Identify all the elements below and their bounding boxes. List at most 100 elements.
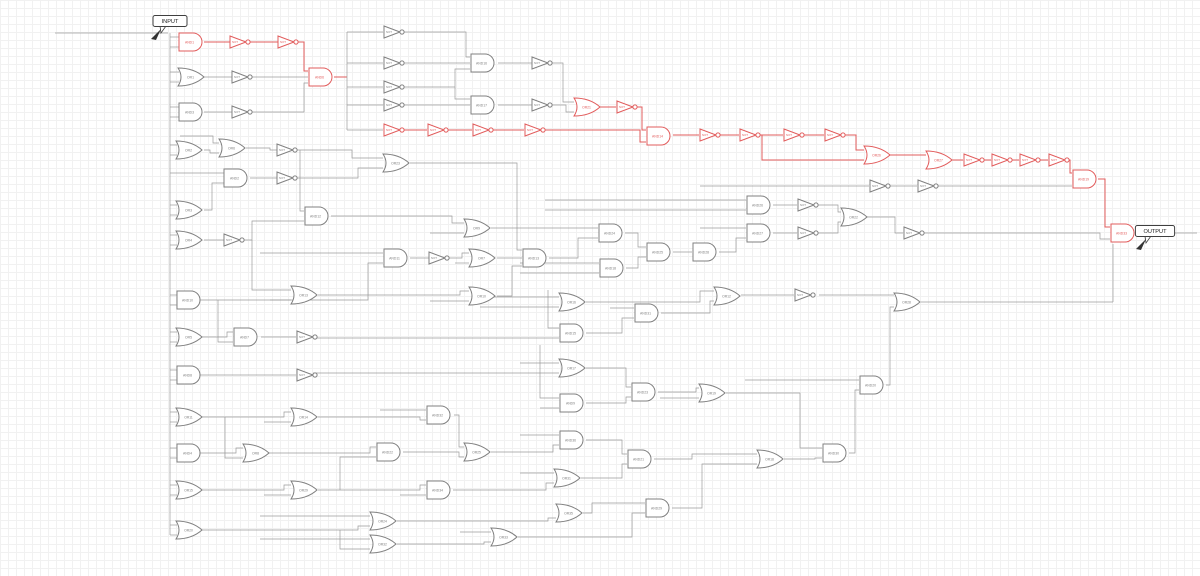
and10-gate[interactable]: AND10 [176,290,201,310]
and25-gate[interactable]: AND25 [646,242,671,262]
or5-gate[interactable]: OR5 [175,327,203,347]
input-tag[interactable]: INPUT [151,15,188,41]
not-gate[interactable]: NOT [991,153,1013,167]
or11-gate[interactable]: OR11 [175,407,203,427]
not-gate[interactable]: NOT [531,56,553,70]
not-gate[interactable]: NOT [296,330,318,344]
not-gate[interactable]: NOT [616,100,638,114]
or29-gate[interactable]: OR29 [290,480,318,500]
and1-gate[interactable]: AND1 [178,32,203,52]
and31-gate[interactable]: AND31 [634,303,659,323]
or27-gate[interactable]: OR27 [925,150,953,170]
not-gate[interactable]: NOT [917,179,939,193]
or9-gate[interactable]: OR9 [463,218,491,238]
and9-gate[interactable]: AND9 [559,393,584,413]
or18-gate[interactable]: OR18 [756,449,784,469]
and6-gate[interactable]: AND6 [308,67,333,87]
and16-gate[interactable]: AND16 [470,53,495,73]
not-gate[interactable]: NOT [963,153,985,167]
or1-gate[interactable]: OR1 [177,67,205,87]
not-gate[interactable]: NOT [223,233,245,247]
or22-gate[interactable]: OR22 [840,207,868,227]
not-gate[interactable]: NOT [1019,153,1041,167]
not-gate[interactable]: NOT [276,143,298,157]
not-gate[interactable]: NOT [277,35,299,49]
and26-gate[interactable]: AND26 [746,195,771,215]
and11-gate[interactable]: AND11 [383,248,408,268]
not-gate[interactable]: NOT [383,25,405,39]
not-gate[interactable]: NOT [797,198,819,212]
or20-gate[interactable]: OR20 [175,520,203,540]
and27-gate[interactable]: AND27 [746,223,771,243]
or14-gate[interactable]: OR14 [290,407,318,427]
or21-gate[interactable]: OR21 [573,97,601,117]
and13-gate[interactable]: AND13 [522,248,547,268]
or16-gate[interactable]: OR16 [558,292,586,312]
or28-gate[interactable]: OR28 [893,292,921,312]
or2-gate[interactable]: OR2 [175,140,203,160]
not-gate[interactable]: NOT [231,70,253,84]
and17-gate[interactable]: AND17 [470,95,495,115]
not-gate[interactable]: NOT [383,98,405,112]
or3-gate[interactable]: OR3 [175,200,203,220]
or13-gate[interactable]: OR13 [290,285,318,305]
and21-gate[interactable]: AND21 [627,449,652,469]
and3-gate[interactable]: AND3 [178,102,203,122]
or19-gate[interactable]: OR19 [698,383,726,403]
or4-gate[interactable]: OR4 [175,230,203,250]
or7-gate[interactable]: OR7 [468,248,496,268]
not-gate[interactable]: NOT [383,123,405,137]
and33-gate[interactable]: AND33 [1110,223,1135,243]
not-gate[interactable]: NOT [869,179,891,193]
not-gate[interactable]: NOT [427,123,449,137]
and36-gate[interactable]: AND36 [559,430,584,450]
not-gate[interactable]: NOT [524,123,546,137]
not-gate[interactable]: NOT [276,171,298,185]
not-gate[interactable]: NOT [472,123,494,137]
not-gate[interactable]: NOT [383,80,405,94]
and4-gate[interactable]: AND4 [176,443,201,463]
and12-gate[interactable]: AND12 [304,206,329,226]
not-gate[interactable]: NOT [229,35,251,49]
or12-gate[interactable]: OR12 [713,286,741,306]
and29-gate[interactable]: AND29 [645,498,670,518]
and7-gate[interactable]: AND7 [233,327,258,347]
not-gate[interactable]: NOT [231,105,253,119]
or31-gate[interactable]: OR31 [553,468,581,488]
and2-gate[interactable]: AND2 [223,168,248,188]
or35-gate[interactable]: OR35 [555,503,583,523]
not-gate[interactable]: NOT [531,98,553,112]
and30-gate[interactable]: AND30 [822,443,847,463]
or17-gate[interactable]: OR17 [558,358,586,378]
not-gate[interactable]: NOT [903,226,925,240]
and34-gate[interactable]: AND34 [426,480,451,500]
and14-gate[interactable]: AND14 [646,126,671,146]
not-gate[interactable]: NOT [383,56,405,70]
output-tag[interactable]: OUTPUT [1134,225,1176,251]
not-gate[interactable]: NOT [296,368,318,382]
not-gate[interactable]: NOT [794,288,816,302]
or25-gate[interactable]: OR25 [463,442,491,462]
not-gate[interactable]: NOT [783,128,805,142]
or6-gate[interactable]: OR6 [218,138,246,158]
and22-gate[interactable]: AND22 [376,442,401,462]
and8-gate[interactable]: AND8 [176,365,201,385]
and32-gate[interactable]: AND32 [426,405,451,425]
and19-gate[interactable]: AND19 [1072,169,1097,189]
and18-gate[interactable]: AND18 [599,258,624,278]
not-gate[interactable]: NOT [1048,153,1070,167]
or8-gate[interactable]: OR8 [242,443,270,463]
or32-gate[interactable]: OR32 [369,534,397,554]
or24-gate[interactable]: OR24 [369,511,397,531]
and23-gate[interactable]: AND23 [631,382,656,402]
or23-gate[interactable]: OR23 [382,153,410,173]
not-gate[interactable]: NOT [699,128,721,142]
not-gate[interactable]: NOT [739,128,761,142]
not-gate[interactable]: NOT [824,128,846,142]
and20-gate[interactable]: AND20 [859,375,884,395]
or33-gate[interactable]: OR33 [490,527,518,547]
and28-gate[interactable]: AND28 [692,242,717,262]
and24-gate[interactable]: AND24 [598,223,623,243]
